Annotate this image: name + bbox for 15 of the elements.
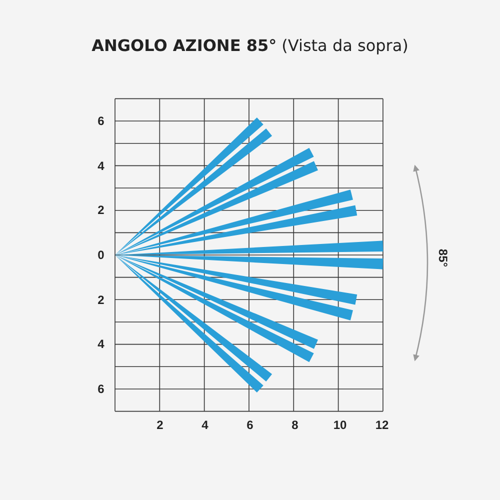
x-tick-label: 4 bbox=[202, 418, 208, 432]
y-tick-label: 2 bbox=[98, 203, 104, 217]
y-tick-label: 0 bbox=[98, 248, 104, 262]
x-tick-label: 6 bbox=[246, 418, 254, 432]
y-tick-label: 6 bbox=[98, 114, 104, 128]
y-tick-label: 4 bbox=[98, 337, 104, 351]
x-tick-label: 12 bbox=[375, 418, 389, 432]
title: ANGOLO AZIONE 85° (Vista da sopra) bbox=[90, 36, 410, 55]
x-tick-label: 2 bbox=[156, 418, 164, 432]
x-tick-label: 8 bbox=[292, 418, 298, 432]
angle-label: 85° bbox=[436, 248, 450, 268]
y-tick-label: 2 bbox=[98, 293, 104, 307]
y-tick-label: 4 bbox=[98, 159, 104, 173]
y-tick-label: 6 bbox=[98, 382, 104, 396]
x-tick-label: 10 bbox=[333, 418, 347, 432]
